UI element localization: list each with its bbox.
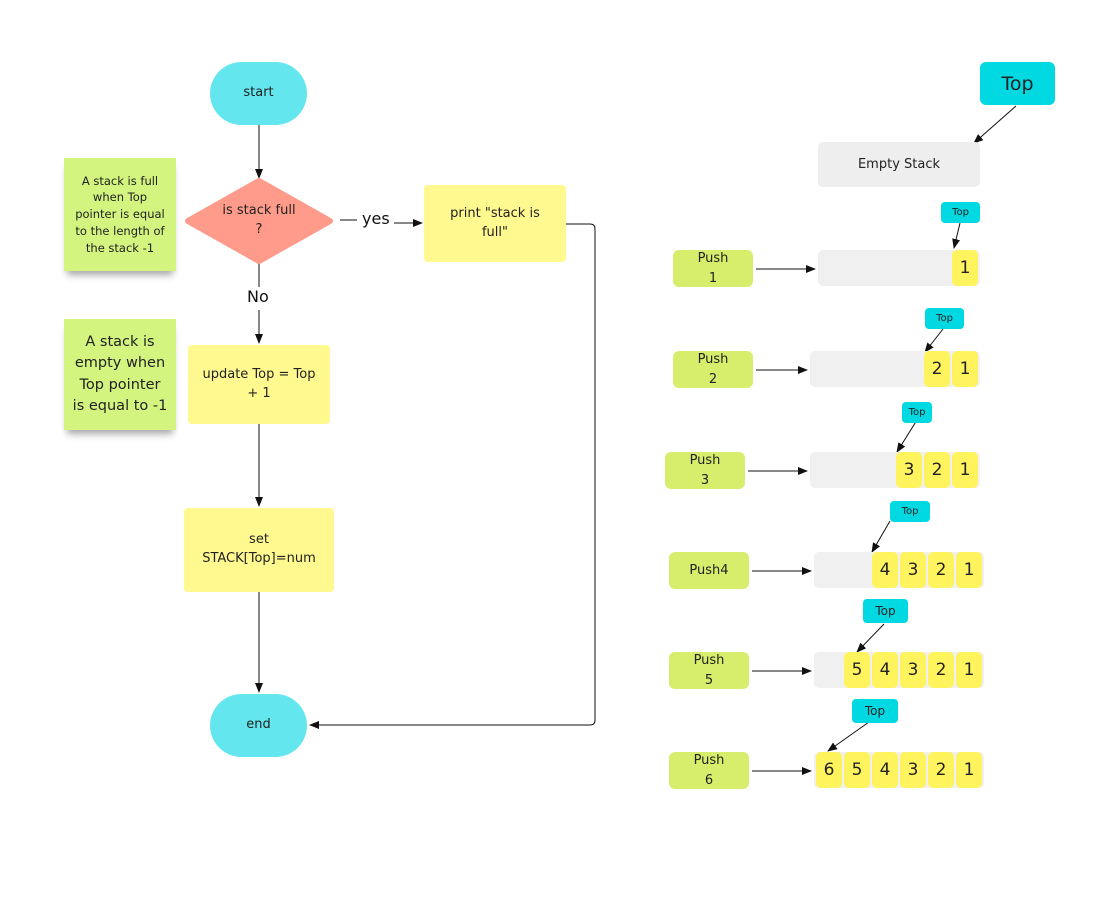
stack-slot bbox=[814, 552, 984, 588]
push-label: Push 6 bbox=[669, 752, 749, 789]
stack-slot bbox=[810, 351, 980, 387]
stack-cell: 4 bbox=[872, 652, 898, 688]
top-pointer-arrow bbox=[924, 328, 944, 353]
stack-cell: 1 bbox=[952, 351, 978, 387]
stack-cell: 3 bbox=[900, 652, 926, 688]
stack-cell: 3 bbox=[900, 752, 926, 788]
stack-slot bbox=[814, 752, 984, 788]
stack-slot bbox=[814, 652, 984, 688]
top-pointer-tag: Top bbox=[902, 402, 932, 423]
push-label: Push 3 bbox=[665, 452, 745, 489]
stack-cell: 1 bbox=[956, 652, 982, 688]
stack-cell: 1 bbox=[956, 552, 982, 588]
stack-cell: 1 bbox=[952, 250, 978, 286]
stack-cell: 4 bbox=[872, 552, 898, 588]
decision-diamond bbox=[185, 178, 333, 264]
edge-print-end bbox=[309, 223, 596, 729]
push-label: Push4 bbox=[669, 552, 749, 589]
end-node: end bbox=[210, 694, 307, 757]
stack-cell: 4 bbox=[872, 752, 898, 788]
push-label: Push 2 bbox=[673, 351, 753, 388]
stack-cell: 1 bbox=[952, 452, 978, 488]
stack-cell: 2 bbox=[924, 351, 950, 387]
top-pointer-arrow bbox=[856, 623, 885, 653]
top-arrow-main bbox=[973, 105, 1017, 144]
stack-cell: 3 bbox=[896, 452, 922, 488]
stack-cell: 2 bbox=[924, 452, 950, 488]
stack-cell: 2 bbox=[928, 752, 954, 788]
push-label: Push 5 bbox=[669, 652, 749, 689]
empty-stack: Empty Stack bbox=[818, 142, 980, 187]
top-pointer-arrow bbox=[952, 222, 961, 249]
yes-label: yes bbox=[362, 209, 390, 228]
top-pointer-tag: Top bbox=[925, 308, 964, 329]
stack-slot bbox=[810, 452, 980, 488]
top-pointer-arrow bbox=[827, 721, 870, 752]
update-node: update Top = Top + 1 bbox=[188, 345, 330, 424]
note-stack-full: A stack is full when Top pointer is equa… bbox=[64, 158, 176, 271]
top-pointer-arrow bbox=[871, 520, 891, 553]
start-node: start bbox=[210, 62, 307, 125]
no-label: No bbox=[247, 287, 269, 306]
top-pointer-arrow bbox=[896, 419, 918, 453]
top-pointer-tag: Top bbox=[852, 699, 898, 723]
decision-node: is stack full ? bbox=[222, 203, 296, 237]
print-node: print "stack is full" bbox=[424, 185, 566, 262]
stack-cell: 1 bbox=[956, 752, 982, 788]
stack-cell: 6 bbox=[816, 752, 842, 788]
stack-cell: 2 bbox=[928, 552, 954, 588]
push-label: Push 1 bbox=[673, 250, 753, 287]
top-pointer-tag: Top bbox=[863, 599, 908, 623]
stack-cell: 3 bbox=[900, 552, 926, 588]
set-node: set STACK[Top]=num bbox=[184, 508, 334, 592]
stack-cell: 2 bbox=[928, 652, 954, 688]
top-pointer-label: Top bbox=[980, 62, 1055, 105]
note-stack-empty: A stack is empty when Top pointer is equ… bbox=[64, 319, 176, 430]
top-pointer-tag: Top bbox=[941, 202, 980, 223]
stack-cell: 5 bbox=[844, 752, 870, 788]
top-pointer-tag: Top bbox=[890, 501, 930, 522]
stack-cell: 5 bbox=[844, 652, 870, 688]
